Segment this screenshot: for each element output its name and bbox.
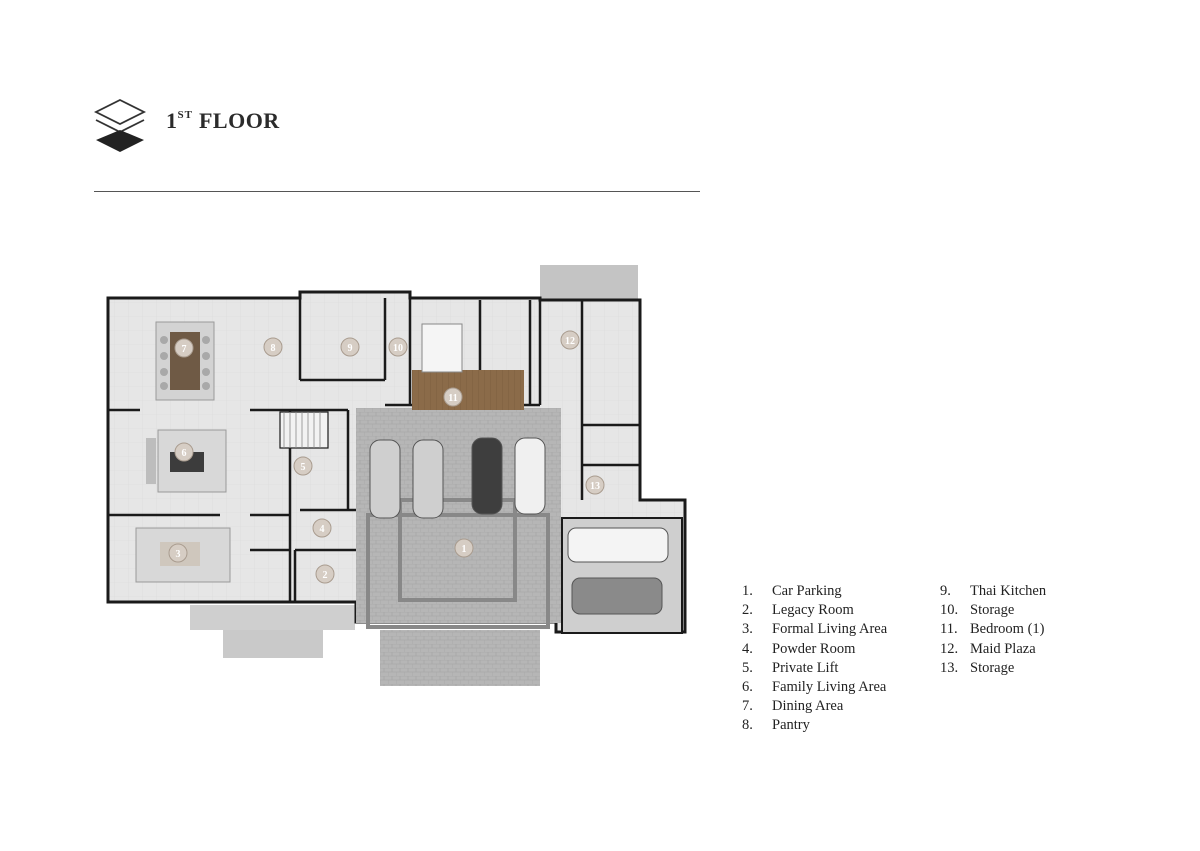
staircase <box>279 411 329 449</box>
legend-item: 1. Car Parking <box>742 582 887 601</box>
carport-border <box>366 513 550 629</box>
carport-inlay <box>398 498 517 602</box>
legend-number: 3. <box>742 621 753 638</box>
floor-word: FLOOR <box>198 108 280 133</box>
legend-label: Private Lift <box>772 659 839 676</box>
room-marker-13: 13 <box>585 475 605 495</box>
legend-number: 12. <box>940 640 959 657</box>
legend-number: 6. <box>742 679 753 696</box>
legend-number: 5. <box>742 659 753 676</box>
legend-column-2: 9. Thai Kitchen 10. Storage 11. Bedroom (1)… <box>940 582 1046 678</box>
cars <box>369 437 669 615</box>
legend-label: Bedroom (1) <box>970 621 1045 638</box>
room-marker-4: 4 <box>312 518 332 538</box>
legend-label: Legacy Room <box>772 602 854 619</box>
legend-label: Formal Living Area <box>772 621 888 638</box>
svg-text:10: 10 <box>393 343 403 354</box>
svg-text:7: 7 <box>182 344 187 355</box>
floor-suffix: ST <box>177 109 193 121</box>
room-marker-6: 6 <box>174 442 194 462</box>
legend-label: Car Parking <box>772 583 842 599</box>
bedroom-bed <box>421 323 463 373</box>
svg-text:2: 2 <box>323 570 328 581</box>
svg-text:3: 3 <box>176 549 181 560</box>
legend-number: 2. <box>742 602 753 619</box>
room-marker-1: 1 <box>454 538 474 558</box>
legend-item: 3. Formal Living Area <box>742 620 887 639</box>
front-terrace <box>190 605 355 630</box>
svg-text:6: 6 <box>182 448 187 459</box>
legend-number: 1. <box>742 583 753 599</box>
legend-number: 11. <box>940 621 958 638</box>
legend-item: 2. Legacy Room <box>742 601 887 620</box>
room-marker-5: 5 <box>293 456 313 476</box>
layers-icon <box>93 98 147 152</box>
legend-item: 4. Powder Room <box>742 640 887 659</box>
legend-item: 11. Bedroom (1) <box>940 620 1046 639</box>
legend-column-1: 1. Car Parking 2. Legacy Room 3. Formal Liv… <box>742 582 887 736</box>
svg-text:13: 13 <box>590 481 600 492</box>
room-marker-11: 11 <box>443 387 463 407</box>
svg-text:12: 12 <box>565 336 575 347</box>
room-marker-12: 12 <box>560 330 580 350</box>
room-marker-7: 7 <box>174 338 194 358</box>
svg-text:9: 9 <box>348 343 353 354</box>
svg-text:5: 5 <box>301 462 306 473</box>
header-divider <box>94 191 700 192</box>
legend-item: 13. Storage <box>940 659 1046 678</box>
room-marker-10: 10 <box>388 337 408 357</box>
svg-text:8: 8 <box>271 343 276 354</box>
legend-item: 12. Maid Plaza <box>940 640 1046 659</box>
legend-number: 8. <box>742 717 753 734</box>
legend-number: 4. <box>742 640 753 657</box>
legend-number: 9. <box>940 583 951 599</box>
legend-label: Thai Kitchen <box>970 583 1047 599</box>
bedroom-wood-floor <box>412 370 524 410</box>
legend-label: Dining Area <box>772 698 844 715</box>
svg-text:11: 11 <box>448 393 457 404</box>
legend-item: 6. Family Living Area <box>742 678 887 697</box>
room-marker-3: 3 <box>168 543 188 563</box>
legend-number: 10. <box>940 602 959 619</box>
dining-table <box>155 321 215 401</box>
entry-steps <box>223 630 323 658</box>
legend-item: 8. Pantry <box>742 716 887 735</box>
legend-number: 13. <box>940 659 959 676</box>
svg-text:1: 1 <box>462 544 467 555</box>
legend-label: Family Living Area <box>772 679 887 696</box>
legend-item: 5. Private Lift <box>742 659 887 678</box>
rear-yard <box>540 265 638 300</box>
floor-title: 1ST FLOOR <box>166 108 280 134</box>
legend-label: Maid Plaza <box>970 640 1036 657</box>
floor-number: 1 <box>166 108 178 133</box>
room-marker-8: 8 <box>263 337 283 357</box>
driveway-apron <box>380 630 540 686</box>
room-marker-9: 9 <box>340 337 360 357</box>
page-header: 1ST FLOOR <box>92 98 712 158</box>
svg-text:4: 4 <box>320 524 325 535</box>
floor-plan: 1 2 3 4 5 6 7 8 9 10 11 12 13 <box>106 265 687 686</box>
legend-number: 7. <box>742 698 753 715</box>
legend-item: 10. Storage <box>940 601 1046 620</box>
legend-item: 7. Dining Area <box>742 697 887 716</box>
room-marker-2: 2 <box>315 564 335 584</box>
legend-label: Powder Room <box>772 640 856 657</box>
legend-label: Storage <box>970 659 1015 676</box>
legend-item: 9. Thai Kitchen <box>940 582 1046 601</box>
legend-label: Pantry <box>772 717 810 734</box>
legend-label: Storage <box>970 602 1015 619</box>
